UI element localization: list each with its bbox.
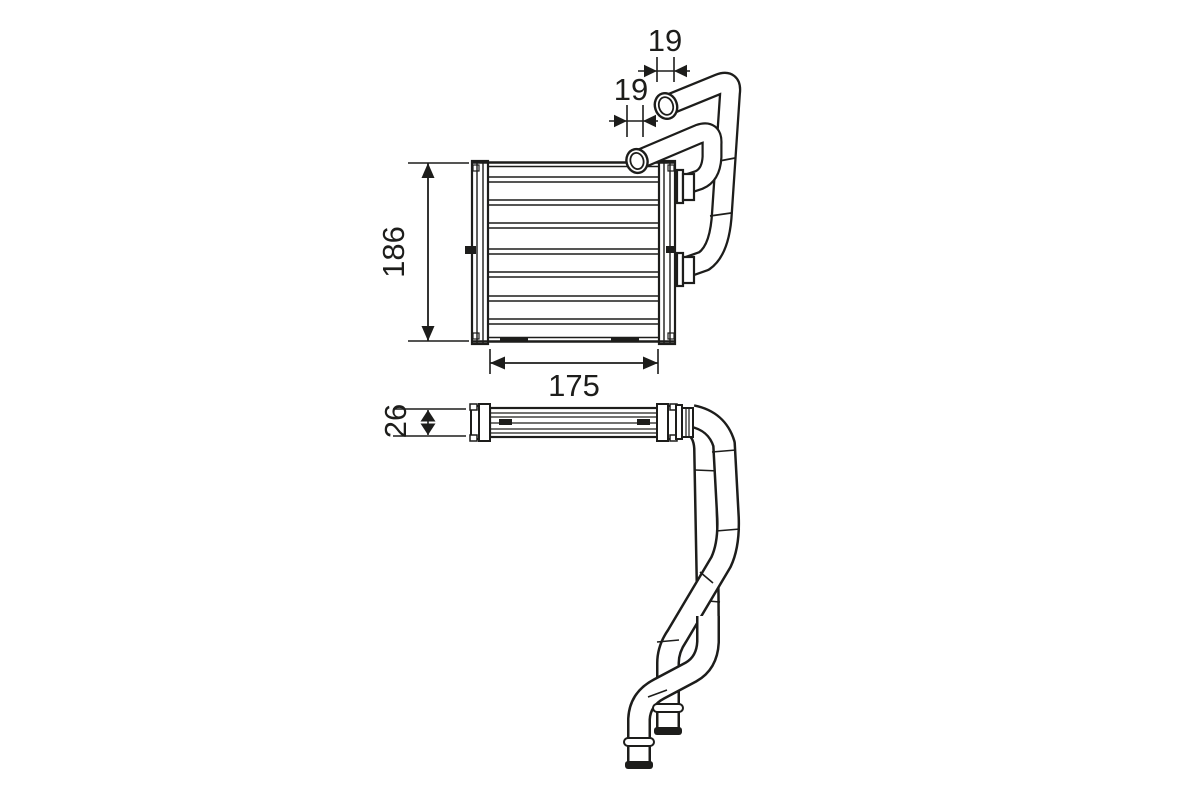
dimension-depth-label: 26 (378, 404, 413, 438)
dimension-pipe-upper: 19 (638, 23, 690, 82)
dimension-height-label: 186 (376, 226, 411, 278)
dimension-pipe-lower: 19 (609, 72, 658, 137)
dimension-pipe-lower-label: 19 (614, 72, 648, 107)
upper-pipe-opening (653, 91, 679, 121)
heater-core-side-view (469, 403, 678, 442)
hose-right-bead (652, 703, 684, 713)
core-tube-rows (488, 176, 659, 325)
heater-core-front-view (465, 159, 677, 346)
side-clip-left (499, 419, 512, 425)
lower-flange-fitting (675, 251, 696, 288)
lower-pipe-opening (625, 147, 649, 175)
hose-left-bead (623, 737, 655, 747)
dimension-height: 186 (376, 162, 469, 342)
dimension-width-label: 175 (548, 368, 600, 403)
upper-flange-fitting (675, 168, 696, 205)
side-clip-right (637, 419, 650, 425)
hose-right-end (654, 727, 682, 735)
dimension-width: 175 (489, 349, 659, 403)
hose-left-end (625, 761, 653, 769)
dimension-depth: 26 (378, 404, 466, 438)
inlet-outlet-pipes (625, 71, 742, 288)
left-mount-tab (465, 246, 476, 254)
right-mount-tab (666, 246, 675, 253)
dimensions: 186 175 26 19 (376, 23, 690, 438)
dimension-pipe-upper-label: 19 (648, 23, 682, 58)
outlet-hoses (623, 404, 741, 769)
